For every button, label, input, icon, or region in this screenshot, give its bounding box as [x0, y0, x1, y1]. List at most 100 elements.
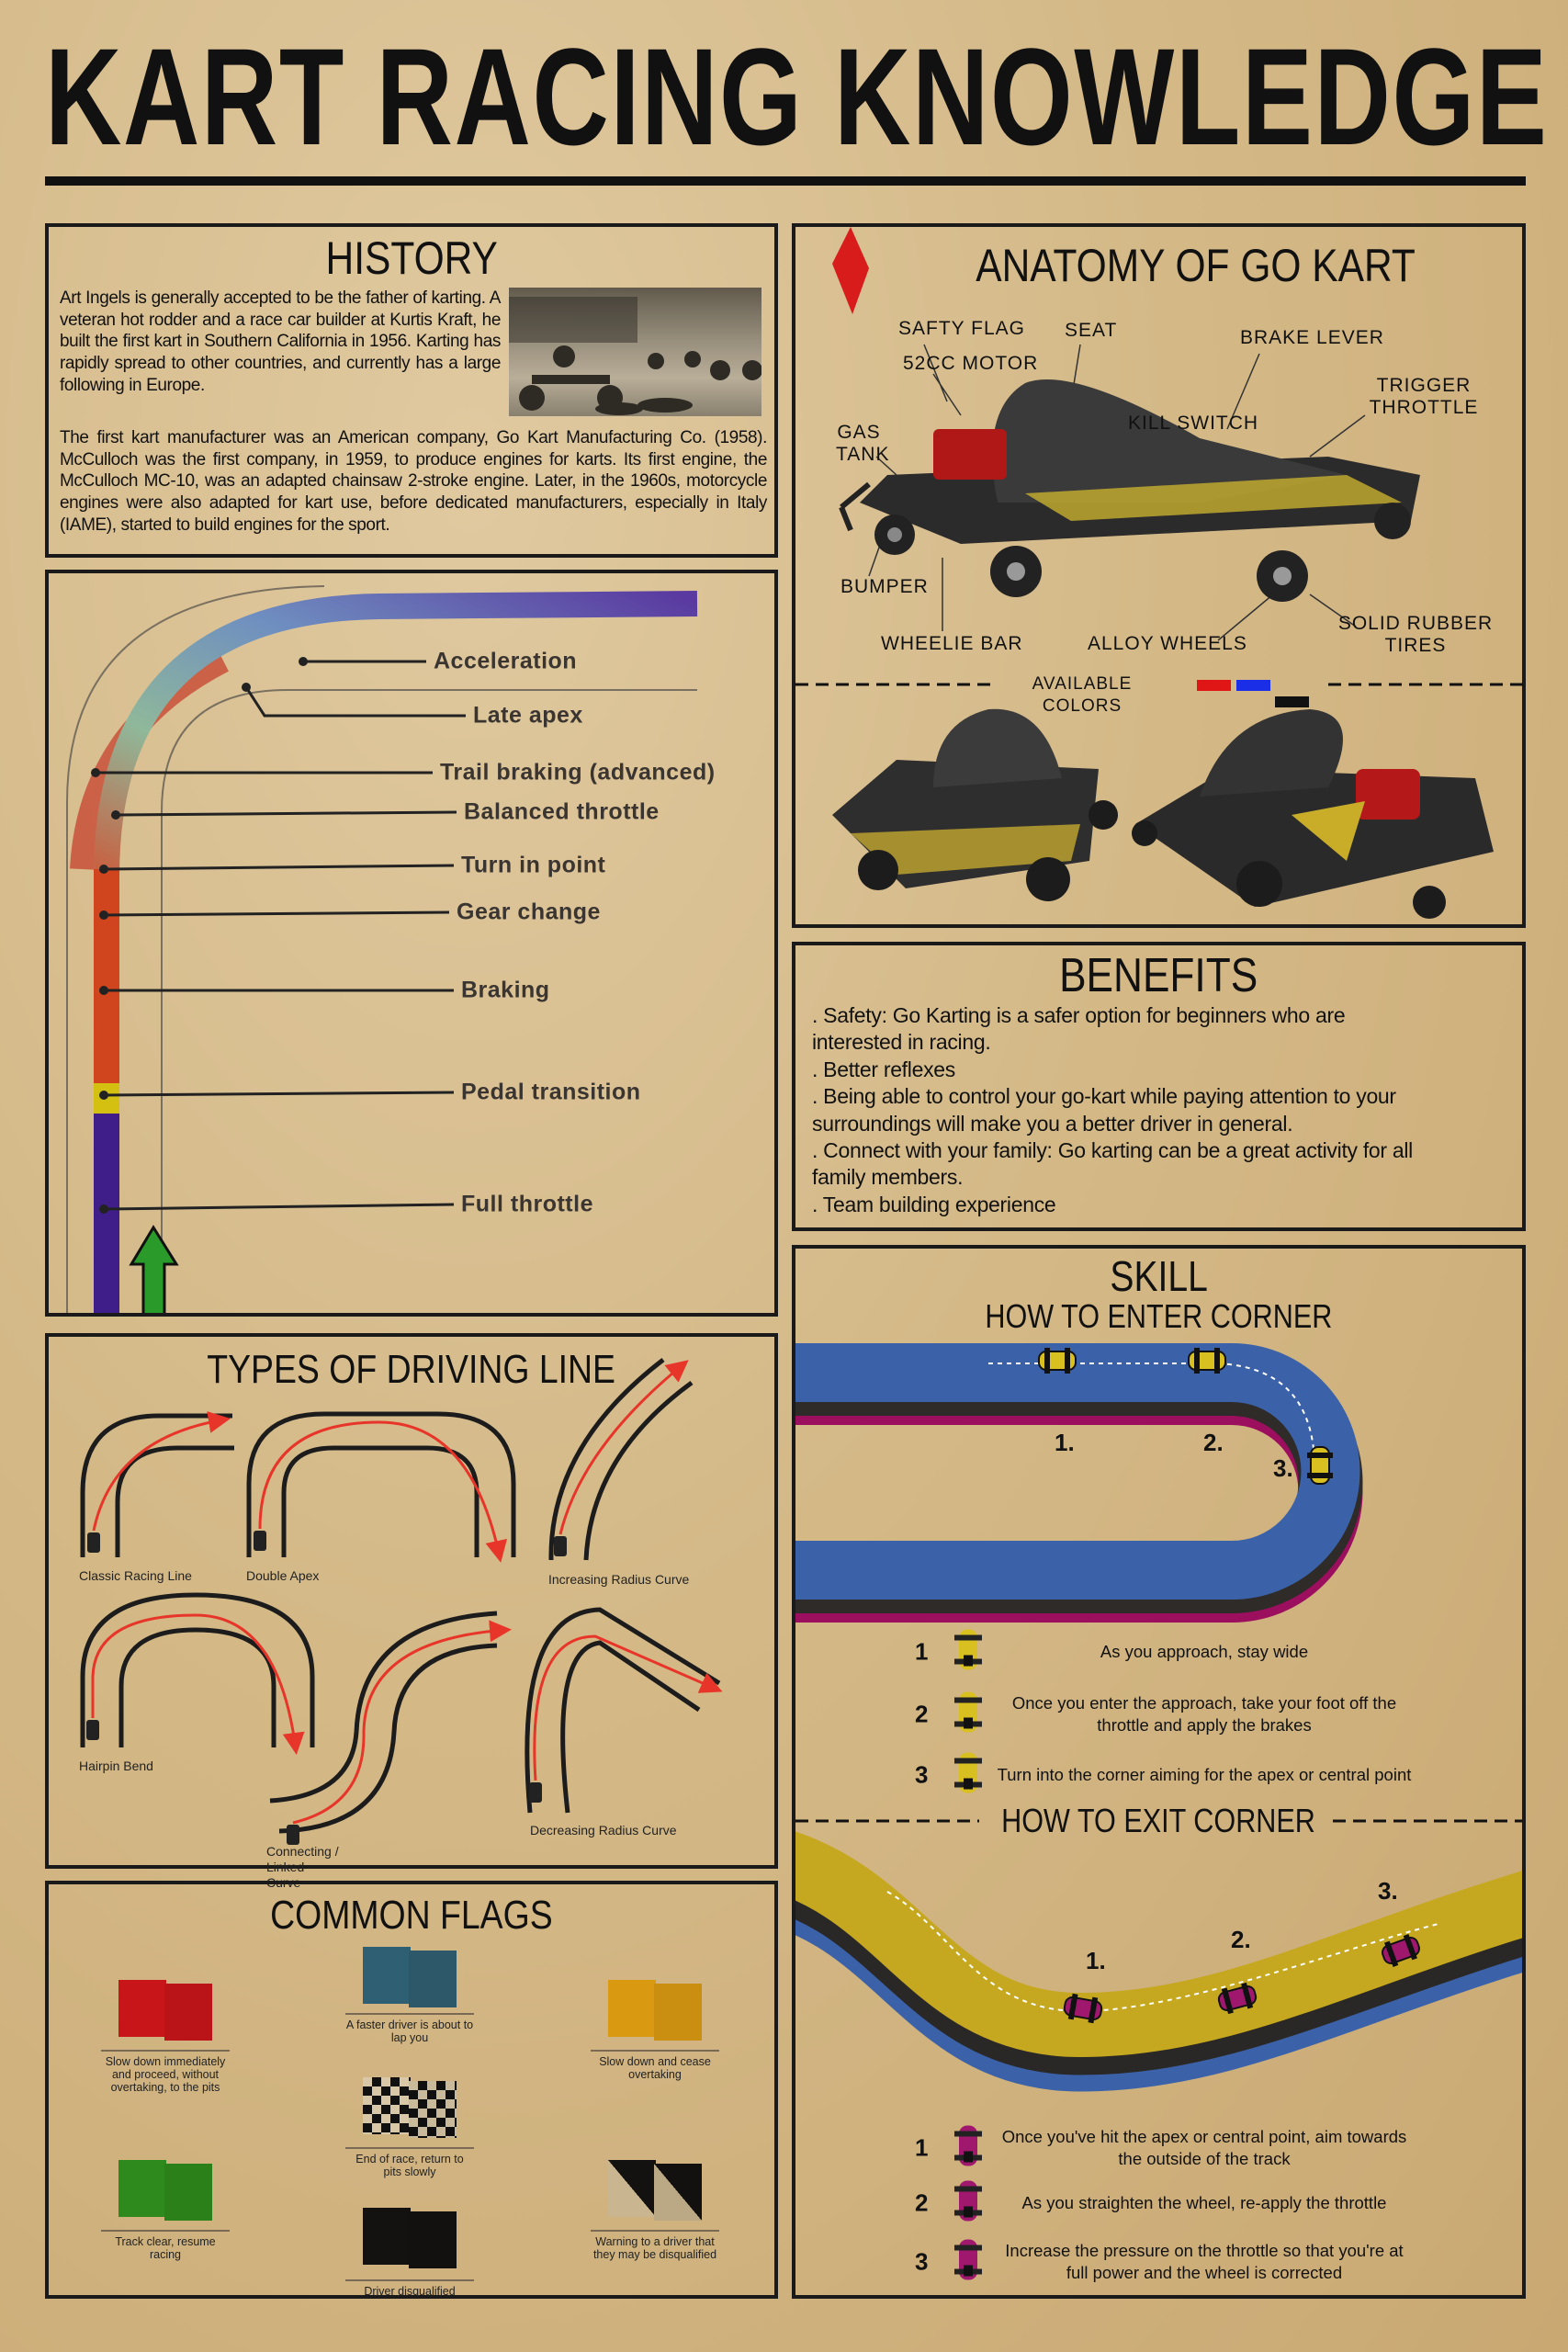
exit-corner-heading: HOW TO EXIT CORNER	[1001, 1802, 1316, 1839]
step-number: 3	[915, 2247, 929, 2276]
step-text: Turn into the corner aiming for the apex…	[997, 1765, 1412, 1784]
step-text: As you straighten the wheel, re-apply th…	[1021, 2193, 1387, 2212]
corner-track-diagrams	[795, 1343, 1522, 2092]
history-photo	[509, 288, 762, 416]
driving-line-label: Classic Racing Line	[79, 1568, 192, 1583]
flag-left-half	[608, 2160, 656, 2217]
kart-icon	[952, 1628, 985, 1677]
driving-line-diagram	[80, 1592, 315, 1755]
flag-right-half	[164, 1984, 212, 2041]
driving-line-label: Decreasing Radius Curve	[530, 1823, 677, 1838]
exit-step: 1 Once you've hit the apex or central poi…	[795, 2120, 1522, 2176]
track-inner-edge	[161, 689, 697, 1313]
flag-checker	[363, 2077, 457, 2138]
racing-point-dot	[299, 657, 308, 666]
go-kart-illustration-icon	[839, 379, 1420, 602]
track-outer-edge	[80, 1413, 232, 1557]
anatomy-panel: ANATOMY OF GO KART	[792, 223, 1529, 928]
step-number: 2	[915, 2188, 929, 2217]
flag-caption: A faster driver is about to lap you	[345, 2013, 474, 2044]
kart-icon	[554, 1536, 567, 1556]
history-panel: HISTORY Art Ingels is generally accepted…	[45, 223, 778, 558]
flag-caption: Driver disqualified	[345, 2279, 474, 2298]
kart-icon	[1063, 1993, 1103, 2024]
racing-point-dot	[99, 910, 108, 920]
track-inner-edge	[560, 1640, 701, 1814]
anatomy-label: SEAT	[1065, 320, 1118, 341]
anatomy-label: 52CC MOTOR	[903, 353, 1039, 374]
step-number: 1	[915, 1637, 929, 1666]
vintage-kart-race-photo-icon	[509, 297, 762, 415]
driving-lines-diagrams	[80, 1358, 723, 1845]
driving-line-diagram	[269, 1611, 512, 1845]
flag-solid	[118, 2160, 212, 2221]
racing-line-arrow	[292, 1620, 512, 1825]
step-text: Once you've hit the apex or central poin…	[1001, 2127, 1407, 2168]
page-title: KART RACING KNOWLEDGE	[45, 19, 1549, 174]
color-swatch-red	[1197, 680, 1231, 691]
motor-kart-photo-icon	[1132, 709, 1494, 919]
flag-right-half	[654, 1984, 702, 2041]
flag-solid	[118, 1980, 212, 2041]
racing-line-label: Pedal transition	[461, 1079, 641, 1105]
flag-left-half	[363, 2077, 411, 2134]
leader-line	[103, 1203, 455, 1211]
kart-icon	[1038, 1348, 1077, 1374]
exit-track-number: 2.	[1231, 1926, 1251, 1953]
history-heading: HISTORY	[325, 232, 498, 284]
flag-solid	[363, 2208, 457, 2268]
title-divider	[45, 176, 1526, 186]
racing-line-label: Braking	[461, 977, 550, 1003]
benefit-line: . Connect with your family: Go karting c…	[812, 1138, 1413, 1162]
enter-corner-heading: HOW TO ENTER CORNER	[985, 1297, 1333, 1335]
kart-icon	[952, 2124, 985, 2173]
leader-line	[115, 810, 457, 817]
flag-caption: Track clear, resume racing	[101, 2230, 230, 2261]
benefits-heading: BENEFITS	[1059, 949, 1258, 1002]
benefit-line: interested in racing.	[812, 1030, 991, 1055]
leader-line	[103, 864, 455, 871]
flag-left-half	[608, 1980, 656, 2037]
kart-icon	[952, 2238, 985, 2287]
step-text: Once you enter the approach, take your f…	[1011, 1693, 1397, 1735]
driving-line-label: Increasing Radius Curve	[548, 1572, 690, 1587]
racing-point-dot	[99, 1204, 108, 1214]
flag-left-half	[118, 1980, 166, 2037]
anatomy-heading: ANATOMY OF GO KART	[976, 240, 1416, 291]
track-outer-edge	[66, 585, 325, 1313]
leader-line	[103, 910, 450, 917]
anatomy-label: BUMPER	[840, 576, 929, 597]
flags-heading: COMMON FLAGS	[270, 1893, 553, 1938]
driving-lines-panel: TYPES OF DRIVING LINE Classic Racing Lin…	[45, 1333, 778, 1890]
anatomy-label: GAS TANK	[836, 422, 890, 465]
flag-right-half	[409, 1951, 457, 2007]
line-segment-purple	[94, 1114, 119, 1313]
acceleration-arc	[94, 591, 698, 877]
anatomy-label: ALLOY WHEELS	[1088, 633, 1247, 654]
kart-icon	[86, 1720, 99, 1740]
driving-line-diagram	[80, 1411, 234, 1557]
track-outer-edge	[80, 1592, 315, 1747]
kart-icon	[254, 1531, 266, 1551]
flag-caption: Slow down and cease overtaking	[591, 2050, 719, 2081]
track-outer-edge	[246, 1411, 516, 1557]
benefits-panel: BENEFITS . Safety: Go Karting is a safer…	[792, 942, 1526, 1231]
benefit-line: family members.	[812, 1165, 964, 1190]
enter-track-number: 3.	[1273, 1454, 1293, 1482]
track-outer-edge	[269, 1611, 498, 1804]
racing-line-diagram	[66, 585, 698, 1313]
driving-lines-heading: TYPES OF DRIVING LINE	[207, 1347, 616, 1392]
step-number: 1	[915, 2133, 929, 2162]
track-inner-edge	[281, 1445, 479, 1557]
flag-solid	[608, 1980, 702, 2041]
driving-line-diagram	[548, 1358, 694, 1561]
anatomy-label: SAFTY FLAG	[898, 318, 1025, 339]
racing-line-arrow	[533, 1634, 723, 1781]
flag-diagonal	[608, 2160, 702, 2221]
anatomy-label: BRAKE LEVER	[1240, 327, 1384, 348]
racing-point-dot	[111, 810, 120, 820]
